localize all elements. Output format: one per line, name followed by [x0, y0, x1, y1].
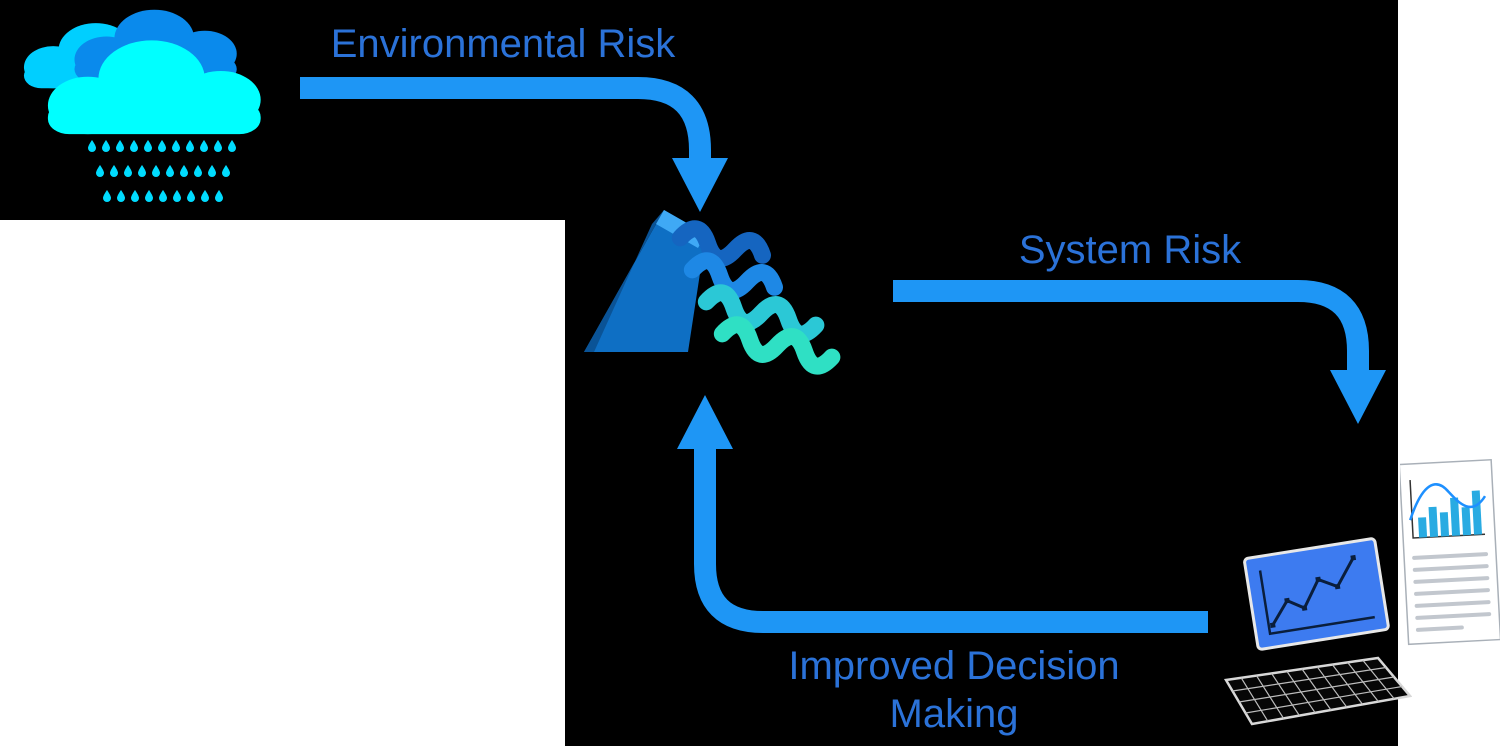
rain-row-3 [103, 190, 223, 202]
environmental-risk-label: Environmental Risk [330, 22, 676, 66]
document-text-lines [1412, 552, 1492, 632]
rain-drops-icon [88, 140, 236, 202]
dam-wall-edge [584, 210, 664, 352]
cloud-front-shape [47, 40, 261, 135]
improved-decision-making-label: Improved Decision Making [788, 644, 1120, 736]
dam-wall-face [584, 210, 706, 352]
rain-clouds-icon [23, 9, 261, 135]
laptop-screen [1243, 537, 1390, 651]
laptop-chart-icon [1223, 537, 1412, 726]
dam-icon [584, 210, 841, 375]
system-risk-label: System Risk [1018, 228, 1242, 272]
rain-row-1 [88, 140, 236, 152]
report-document-icon [1400, 458, 1500, 646]
document-chart [1408, 480, 1487, 539]
cascading-water [671, 220, 841, 375]
laptop-keyboard [1223, 656, 1412, 726]
rain-row-2 [96, 165, 230, 177]
